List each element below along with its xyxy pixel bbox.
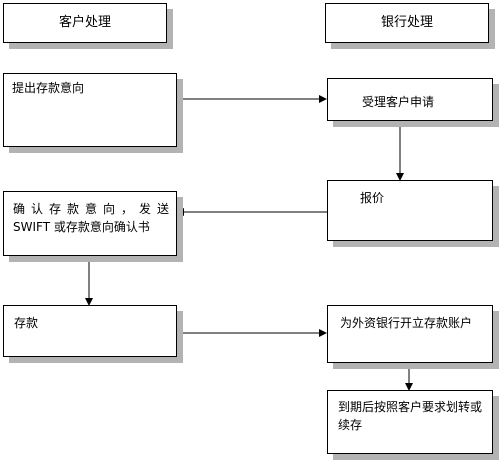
node-deposit-label: 存款	[14, 316, 39, 330]
node-open-account: 为外资银行开立存款账户	[327, 305, 493, 363]
node-open-account-label: 为外资银行开立存款账户	[340, 316, 473, 330]
node-accept-request-label: 受理客户申请	[362, 95, 435, 109]
node-confirm-intent-line1: 确认存款意向，发送	[13, 202, 170, 216]
node-quote: 报价	[327, 180, 493, 241]
node-propose-deposit: 提出存款意向	[3, 73, 177, 147]
node-accept-request: 受理客户申请	[327, 78, 493, 121]
node-confirm-intent: 确认存款意向，发送 SWIFT 或存款意向确认书	[3, 191, 177, 256]
node-confirm-intent-line2: SWIFT 或存款意向确认书	[13, 220, 150, 234]
bank-header-label: 银行处理	[380, 15, 433, 30]
customer-header-label: 客户处理	[58, 15, 111, 30]
node-propose-deposit-label: 提出存款意向	[12, 81, 85, 95]
node-deposit: 存款	[3, 305, 177, 357]
node-renew-label: 到期后按照客户要求划转或续存	[338, 400, 483, 432]
node-renew: 到期后按照客户要求划转或续存	[327, 390, 493, 454]
bank-header: 银行处理	[325, 3, 489, 43]
customer-header: 客户处理	[3, 3, 167, 43]
node-quote-label: 报价	[360, 191, 385, 205]
